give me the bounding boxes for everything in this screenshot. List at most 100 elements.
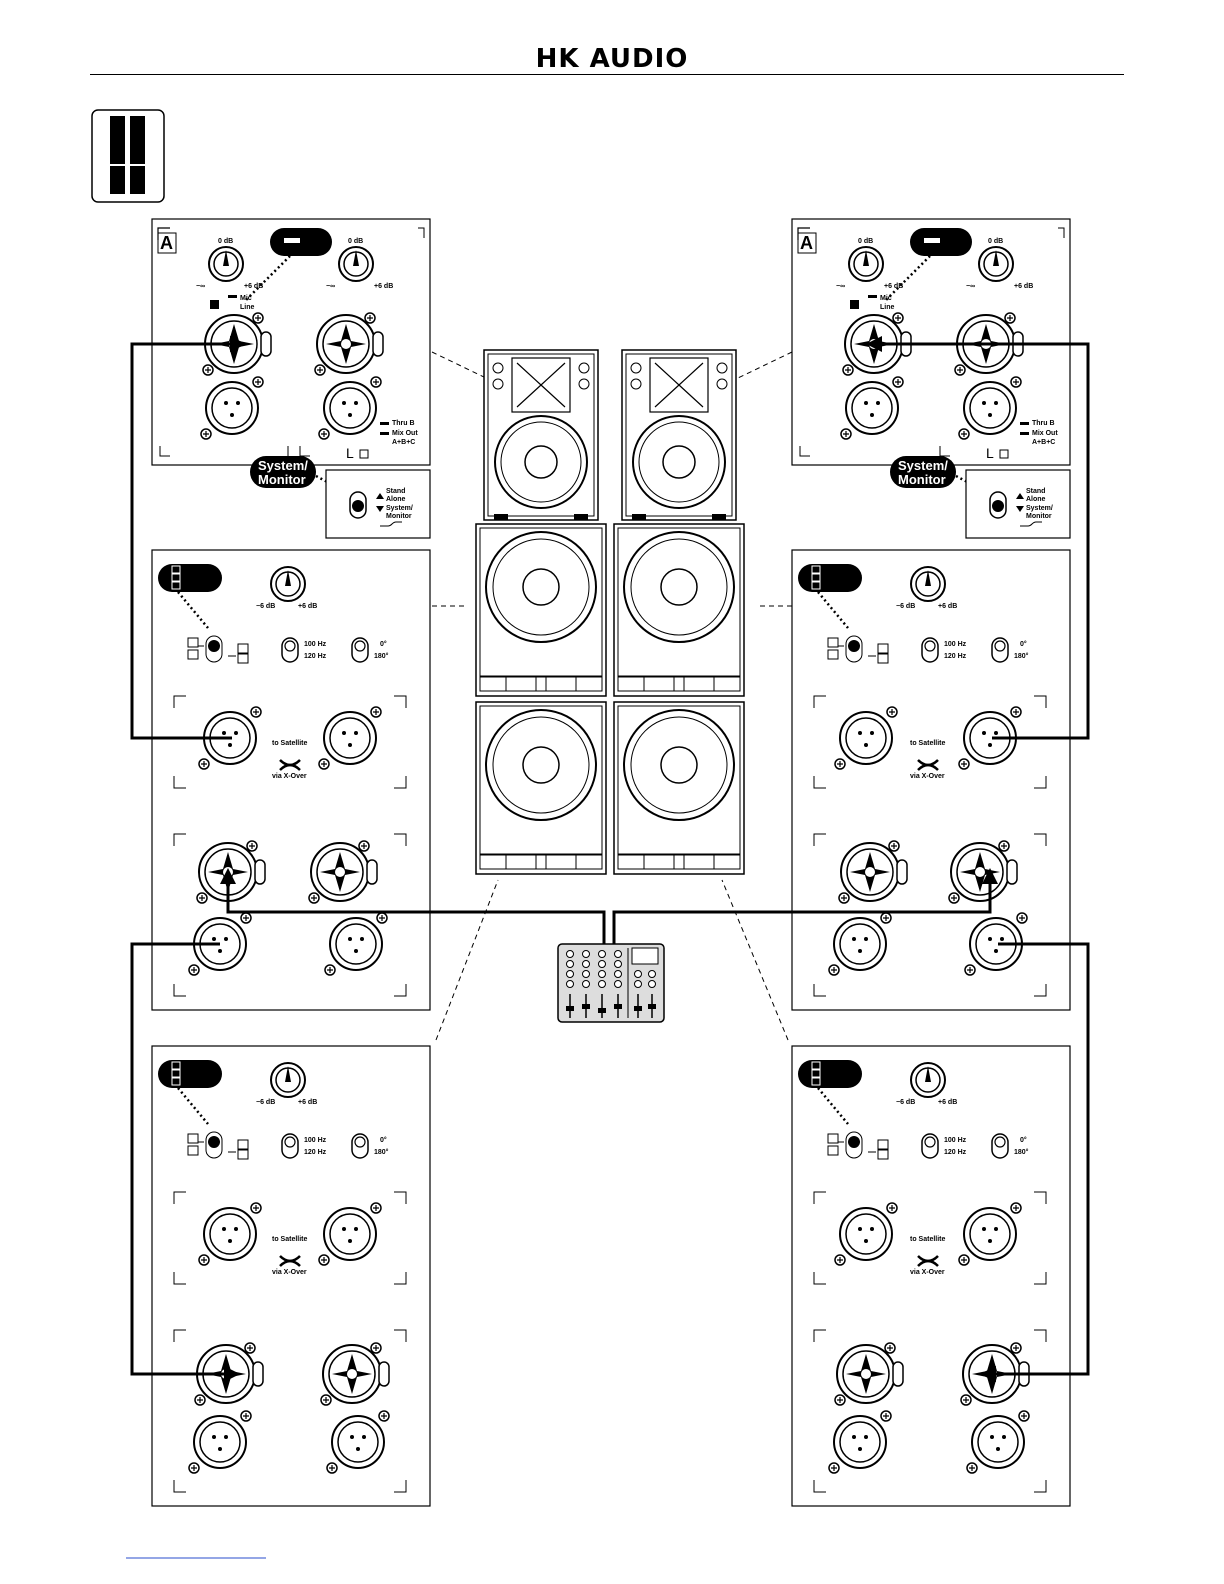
sub-panel-right-upper: −6 dB +6 dB 100 Hz 120 Hz 0° 180° to Sat…: [791, 549, 1071, 1011]
gain-max-label-b: +6 dB: [374, 283, 393, 290]
phase-0-r: 0°: [1020, 640, 1027, 648]
gain-top-label-b-r: 0 dB: [988, 238, 1003, 245]
gain-top-label-b: 0 dB: [348, 238, 363, 245]
stand-alone-label: Stand: [386, 488, 405, 495]
level-max-r: +6 dB: [938, 603, 957, 610]
sub-config-switch[interactable]: [208, 640, 220, 652]
satellite-speaker-left: [483, 349, 599, 521]
freq-100-ll: 100 Hz: [304, 1137, 327, 1144]
stand-alone-label-2: Alone: [386, 496, 406, 503]
freq-120: 120 Hz: [304, 653, 327, 660]
phase-180-r: 180°: [1014, 652, 1029, 660]
mode-label: L: [346, 445, 354, 461]
line-label: Line: [240, 304, 254, 311]
level-max-ll: +6 dB: [298, 1099, 317, 1106]
cable-mixer-left: [226, 880, 606, 944]
crossover-freq-toggle-ll[interactable]: [281, 1133, 299, 1159]
signal-cables: [130, 342, 1090, 1376]
phase-180-rl: 180°: [1014, 1148, 1029, 1156]
subwoofer-top-right: [613, 523, 745, 697]
mode-switch-r[interactable]: [992, 500, 1004, 512]
crossover-freq-toggle-r[interactable]: [921, 637, 939, 663]
satellite-speaker-right: [621, 349, 737, 521]
callout-line2-r: Monitor: [898, 472, 946, 487]
ab-label-r: A+B+C: [1032, 439, 1055, 446]
system-monitor-callout-r: [890, 456, 956, 488]
level-min-ll: −6 dB: [256, 1099, 275, 1106]
sub-config-switch-r[interactable]: [848, 640, 860, 652]
cable-right-sub-to-satellite: [880, 342, 1090, 740]
gain-min-label-r: −∞: [836, 283, 845, 290]
gain-min-label-b-r: −∞: [966, 283, 975, 290]
cable-mixer-right: [612, 880, 992, 944]
gain-min-label-b: −∞: [326, 283, 335, 290]
level-max: +6 dB: [298, 603, 317, 610]
mixer-icon: [557, 943, 665, 1023]
callout-line1-r: System/: [898, 458, 948, 473]
freq-100-r: 100 Hz: [944, 641, 967, 648]
to-satellite-label-r: to Satellite: [910, 740, 946, 747]
sub-config-switch-rl[interactable]: [848, 1136, 860, 1148]
stand-alone-label-r2: Alone: [1026, 496, 1046, 503]
sub-level-knob[interactable]: [270, 566, 306, 602]
mode-switch-panel-r: [965, 469, 1071, 539]
panel-badge-r: A: [800, 233, 813, 253]
thru-label-r: Thru B: [1032, 420, 1055, 427]
level-min: −6 dB: [256, 603, 275, 610]
mixout-label-r: Mix Out: [1032, 430, 1058, 437]
gain-knob-a-r[interactable]: [848, 246, 884, 282]
subwoofer-bottom-left: [475, 701, 607, 875]
gain-top-label-r: 0 dB: [858, 238, 873, 245]
subwoofer-top-left: [475, 523, 607, 697]
gain-max-label-r: +6 dB: [884, 283, 903, 290]
freq-120-ll: 120 Hz: [304, 1149, 327, 1156]
mic-line-callout-pill-r: [910, 228, 972, 256]
via-xover-label-rl: via X-Over: [910, 1269, 945, 1276]
gain-min-label: −∞: [196, 283, 205, 290]
stand-alone-label-r: Stand: [1026, 488, 1045, 495]
level-min-rl: −6 dB: [896, 1099, 915, 1106]
crossover-freq-toggle-rl[interactable]: [921, 1133, 939, 1159]
hk-audio-logo: HK AUDIO: [535, 44, 689, 74]
speaker-stack: [475, 349, 745, 875]
gain-knob-b[interactable]: [338, 246, 374, 282]
phase-toggle-ll[interactable]: [351, 1133, 369, 1159]
mode-switch-panel: [325, 469, 431, 539]
sub-level-knob-r[interactable]: [910, 566, 946, 602]
phase-toggle-r[interactable]: [991, 637, 1009, 663]
level-max-rl: +6 dB: [938, 1099, 957, 1106]
line-label-r: Line: [880, 304, 894, 311]
phase-0: 0°: [380, 640, 387, 648]
to-satellite-label-rl: to Satellite: [910, 1236, 946, 1243]
level-min-r: −6 dB: [896, 603, 915, 610]
gain-max-label: +6 dB: [244, 283, 263, 290]
system-monitor-label-r2: Monitor: [1026, 513, 1052, 520]
phase-180-ll: 180°: [374, 1148, 389, 1156]
satellite-panel-left: A 0 dB −∞ +6 dB 0 dB −∞ +6 dB Mic Line T…: [151, 218, 431, 539]
gain-knob-a[interactable]: [208, 246, 244, 282]
via-xover-label: via X-Over: [272, 773, 307, 780]
callout-line1: System/: [258, 458, 308, 473]
mic-label: Mic: [240, 295, 252, 302]
cable-right-thru-lower: [992, 942, 1090, 1376]
gain-knob-b-r[interactable]: [978, 246, 1014, 282]
via-xover-label-ll: via X-Over: [272, 1269, 307, 1276]
phase-180: 180°: [374, 652, 389, 660]
mode-label-r: L: [986, 445, 994, 461]
to-satellite-label: to Satellite: [272, 740, 308, 747]
gain-max-label-b-r: +6 dB: [1014, 283, 1033, 290]
to-satellite-label-ll: to Satellite: [272, 1236, 308, 1243]
sub-level-knob-rl[interactable]: [910, 1062, 946, 1098]
phase-toggle[interactable]: [351, 637, 369, 663]
cable-left-sub-to-satellite: [130, 342, 232, 740]
thru-label: Thru B: [392, 420, 415, 427]
sub-panel-right-lower: −6 dB +6 dB 100 Hz 120 Hz 0° 180° to Sat…: [791, 1045, 1071, 1507]
sub-config-switch-ll[interactable]: [208, 1136, 220, 1148]
phase-toggle-rl[interactable]: [991, 1133, 1009, 1159]
panel-badge: A: [160, 233, 173, 253]
gain-top-label: 0 dB: [218, 238, 233, 245]
mode-switch[interactable]: [352, 500, 364, 512]
callout-line2: Monitor: [258, 472, 306, 487]
crossover-freq-toggle[interactable]: [281, 637, 299, 663]
sub-level-knob-ll[interactable]: [270, 1062, 306, 1098]
